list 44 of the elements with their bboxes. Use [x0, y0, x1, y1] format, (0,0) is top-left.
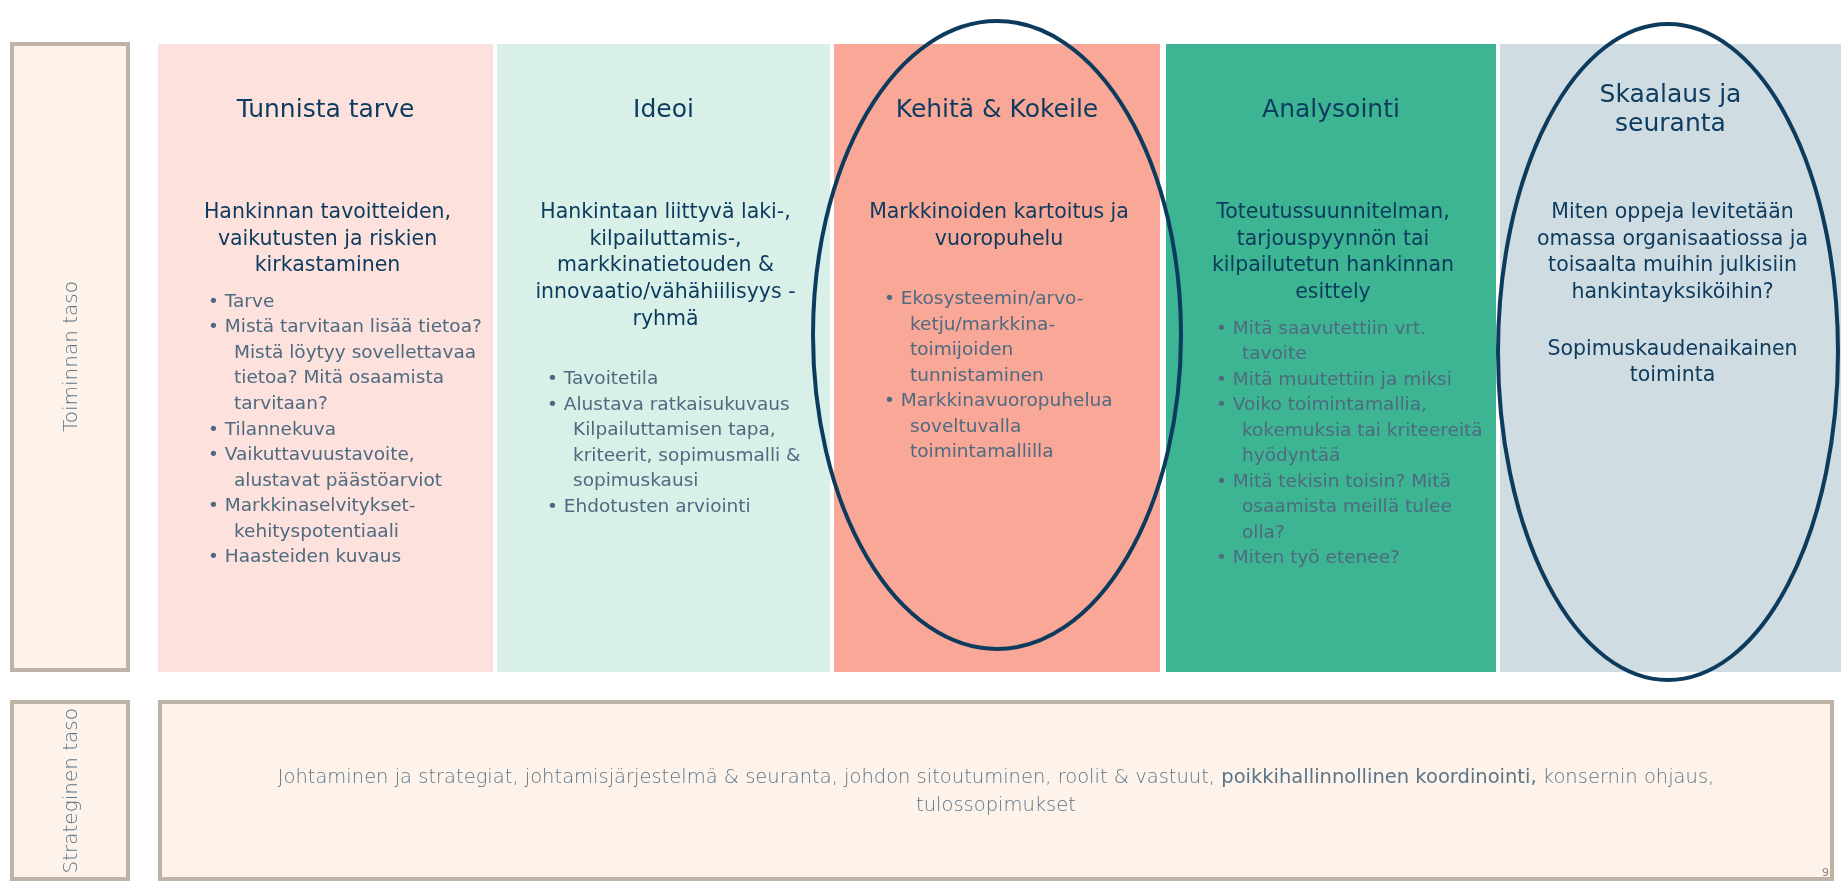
phase-heading: Hankintaan liittyvä laki-, kilpailuttamis-, markkinatietouden & innovaatio/vähähiilisyys -ryhmä	[534, 198, 797, 332]
phase-title: Tunnista tarve	[235, 93, 416, 123]
bullet-item: • Mitä muutettiin ja miksi	[1216, 366, 1453, 391]
phase-heading: Hankinnan tavoitteiden, vaikutusten ja riskien kirkastaminen	[202, 198, 453, 278]
phase-header	[1500, 44, 1841, 172]
bullet-item: • Ehdotusten arviointi	[547, 493, 752, 518]
level-label-box	[10, 700, 130, 881]
bullet-item: • Vaikuttavuustavoite, alustavat päästöarviot	[208, 442, 444, 492]
phase-header	[497, 44, 830, 172]
bullet-item: • Mitä tekisin toisin? Mitä osaamista meillä tulee olla?	[1216, 468, 1453, 544]
phase-card	[1166, 172, 1496, 672]
bullet-item: • Markkinaselvitykset-kehityspotentiaali	[208, 493, 417, 543]
bullet-item: • Markkinavuoropuhelua soveltuvalla toimintamallilla	[884, 388, 1114, 464]
bullet-item: • Ekosysteemin/arvo-ketju/markkina-toimijoiden tunnistaminen	[884, 286, 1085, 387]
phase-card	[834, 172, 1160, 672]
phase-card	[1500, 172, 1841, 672]
phase-title: Kehitä & Kokeile	[894, 93, 1100, 123]
strategy-box	[158, 700, 1834, 881]
bullet-item: • Miten työ etenee?	[1216, 545, 1401, 570]
phase-card	[497, 172, 830, 672]
phase-title: Analysointi	[1261, 93, 1401, 123]
bullet-item: • Mitä saavutettiin vrt. tavoite	[1216, 315, 1428, 366]
phase-card	[158, 172, 493, 672]
phase-title: Ideoi	[632, 93, 695, 123]
bullet-item: • Tarve	[208, 288, 276, 313]
bullet-item: • Voiko toimintamallia, kokemuksia tai kriteereitä hyödyntää	[1216, 392, 1484, 468]
phase-heading: Miten oppeja levitetään omassa organisaatiossa ja toisaalta muihin julkisiin hankintayksiköihin?	[1535, 198, 1810, 305]
level-label-box	[10, 42, 130, 672]
phase-header	[1166, 44, 1496, 172]
phase-title: Skaalaus ja seuranta	[1598, 79, 1743, 137]
bullet-item: • Haasteiden kuvaus	[208, 544, 403, 569]
bullet-item: • Mistä tarvitaan lisää tietoa? Mistä löytyy sovellettavaa tietoa? Mitä osaamista tarvitaan?	[208, 314, 483, 415]
phase-header	[158, 44, 493, 172]
bullet-item: • Alustava ratkaisukuvaus Kilpailuttamisen tapa, kriteerit, sopimusmalli & sopimuskausi	[547, 391, 802, 493]
level-label: Toiminnan taso	[58, 281, 82, 433]
phase-heading: Toteutussuunnitelman, tarjouspyynnön tai kilpailutetun hankinnan esittely	[1210, 198, 1456, 305]
level-label: Strateginen taso	[58, 707, 82, 874]
strategy-text: Johtaminen ja strategiat, johtamisjärjestelmä & seuranta, johdon sitoutuminen, roolit & vastuut, poikkihallinnollinen koordinointi, konsernin ohjaus, tulossopimukset	[276, 764, 1716, 818]
bullet-item: • Tavoitetila	[547, 366, 660, 391]
bullet-item: • Tilannekuva	[208, 416, 338, 441]
phase-heading: Markkinoiden kartoitus ja vuoropuhelu	[868, 198, 1130, 252]
phase-header	[834, 44, 1160, 172]
page-number: 9	[1822, 866, 1829, 879]
phase-heading: Sopimuskaudenaikainen toiminta	[1546, 334, 1799, 388]
